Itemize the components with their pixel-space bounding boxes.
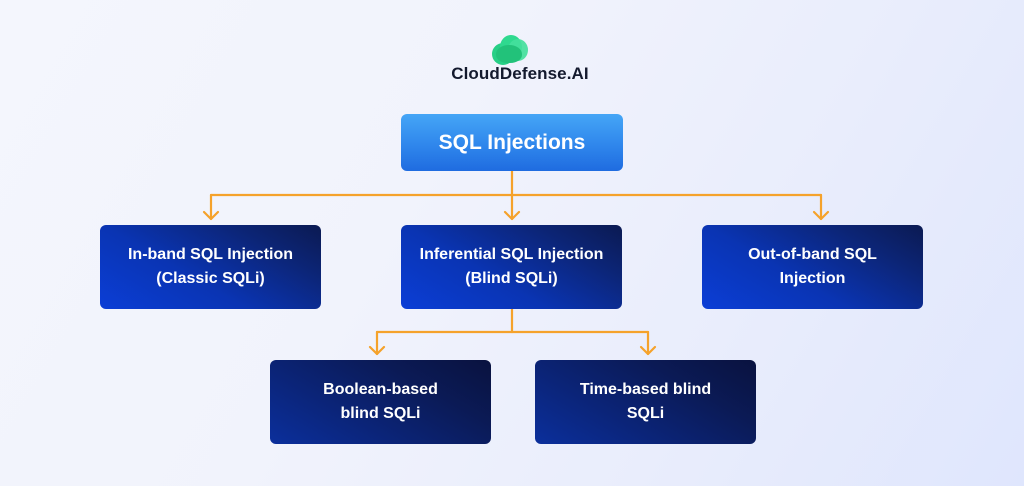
node-label-line1: Time-based blind xyxy=(579,381,712,398)
root-label: SQL Injections xyxy=(438,130,586,154)
node-time-based-blind-sqli: Time-based blind SQLi xyxy=(535,360,756,444)
node-label-line2: SQLi xyxy=(626,405,665,422)
node-label-line2: (Classic SQLi) xyxy=(156,270,265,287)
arrow-head-time xyxy=(639,345,657,356)
node-label-line2: blind SQLi xyxy=(340,405,421,422)
node-label-line1: Inferential SQL Injection xyxy=(419,246,604,263)
brand-name: CloudDefense.AI xyxy=(451,64,589,83)
arrow-head-out-of-band xyxy=(812,210,830,221)
cloud-logo-icon xyxy=(490,35,530,65)
root-node-sql-injections: SQL Injections xyxy=(401,114,623,171)
node-label-line1: Boolean-based xyxy=(323,381,438,398)
node-out-of-band-sql-injection: Out-of-band SQL Injection xyxy=(702,225,923,309)
node-in-band-sql-injection: In-band SQL Injection (Classic SQLi) xyxy=(100,225,321,309)
node-label-line1: In-band SQL Injection xyxy=(127,246,294,263)
arrow-head-inferential xyxy=(503,210,521,221)
node-label-line2: (Blind SQLi) xyxy=(465,270,558,287)
node-boolean-based-blind-sqli: Boolean-based blind SQLi xyxy=(270,360,491,444)
arrow-head-in-band xyxy=(202,210,220,221)
arrow-head-boolean xyxy=(368,345,386,356)
node-label-line1: Out-of-band SQL xyxy=(748,246,877,263)
brand-logo: CloudDefense.AI xyxy=(440,30,600,90)
node-label-line2: Injection xyxy=(779,270,846,287)
node-inferential-sql-injection: Inferential SQL Injection (Blind SQLi) xyxy=(401,225,622,309)
